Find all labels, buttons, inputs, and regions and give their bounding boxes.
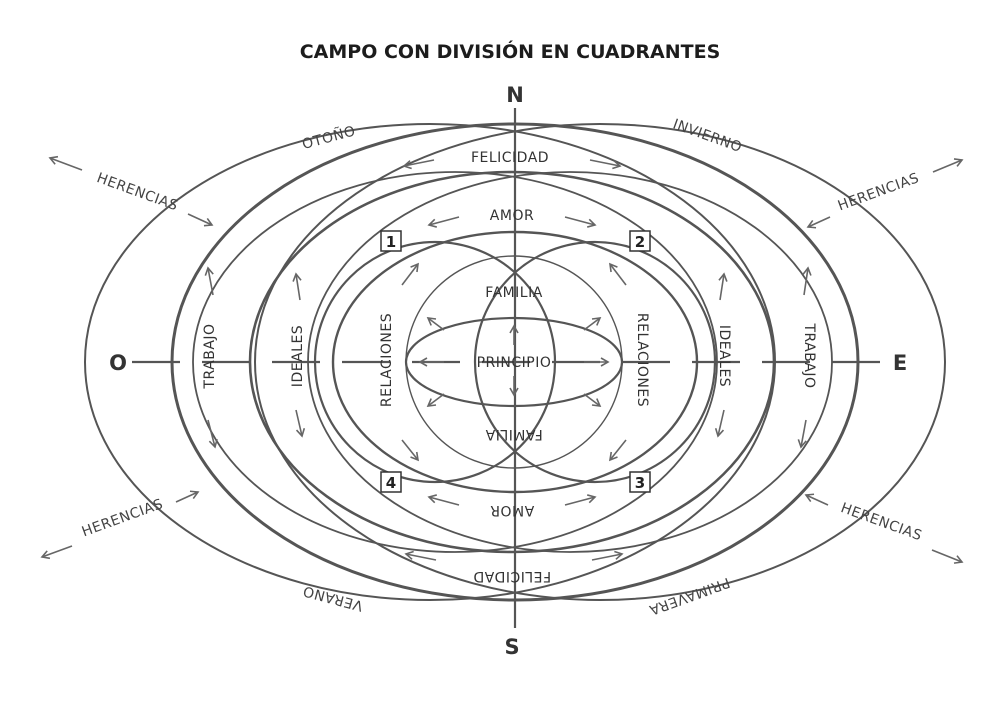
arrow-bl-in xyxy=(175,490,200,503)
herencias-top-right: HERENCIAS xyxy=(836,170,922,214)
quadrant-3: 3 xyxy=(629,471,651,493)
outer-ring-right-offset xyxy=(254,123,946,601)
ring-ideales-left-offset xyxy=(192,171,718,553)
outer-ring-trabajo xyxy=(170,122,860,602)
herencias-top-left: HERENCIAS xyxy=(95,170,181,214)
quadrant-1: 1 xyxy=(380,230,402,252)
axes xyxy=(132,108,885,628)
label-amor-bottom: AMOR xyxy=(490,502,534,518)
arrow-amor-tl xyxy=(427,216,460,228)
quadrant-4: 4 xyxy=(380,471,402,493)
herencias-bottom-right: HERENCIAS xyxy=(839,500,925,544)
season-otono: OTOÑO xyxy=(300,122,357,153)
arrow-trabajo-lu xyxy=(204,266,214,296)
compass-east: E xyxy=(893,351,907,375)
herencias-arrows xyxy=(40,155,964,564)
arrow-amor-bl xyxy=(427,494,460,506)
arrow-relaciones-ld xyxy=(401,439,420,462)
quadrant-3-box xyxy=(629,471,651,493)
quadrant-4-label: 4 xyxy=(386,474,396,492)
label-relaciones-left: RELACIONES xyxy=(379,313,395,407)
arrow-felicidad-bl xyxy=(404,550,437,561)
flow-arrows xyxy=(204,159,812,561)
arrow-felicidad-tl xyxy=(402,159,435,170)
rings xyxy=(84,122,946,602)
arrow-trabajo-ld xyxy=(207,419,218,449)
label-principio: PRINCIPIO xyxy=(477,355,552,371)
arrow-familia-br xyxy=(583,393,602,407)
label-ideales-right: IDEALES xyxy=(716,325,732,387)
arrow-hl-in xyxy=(187,213,214,227)
circle-right xyxy=(473,240,717,484)
label-familia-top: FAMILIA xyxy=(485,285,543,301)
herencias-bottom-left: HERENCIAS xyxy=(80,496,166,540)
circle-left xyxy=(313,240,557,484)
diagram-title: CAMPO CON DIVISIÓN EN CUADRANTES xyxy=(300,39,721,63)
arrow-hr-in xyxy=(806,216,831,229)
arrow-relaciones-rd xyxy=(608,439,627,462)
label-ideales-left: IDEALES xyxy=(290,325,306,387)
quadrant-4-box xyxy=(380,471,402,493)
compass-south: S xyxy=(504,635,519,659)
arrow-amor-br xyxy=(564,494,597,506)
arrow-bl-out xyxy=(40,545,73,560)
label-felicidad-top: FELICIDAD xyxy=(471,150,549,166)
arrow-hl-out xyxy=(48,155,83,171)
ring-ideales-right-offset xyxy=(307,171,833,553)
label-amor-top: AMOR xyxy=(490,208,534,224)
arrow-ideales-lu xyxy=(292,272,302,301)
arrow-relaciones-ru xyxy=(609,262,627,286)
quadrant-1-label: 1 xyxy=(386,233,396,251)
arrow-familia-tr xyxy=(583,317,602,331)
arrow-ideales-ru xyxy=(718,272,728,301)
arrow-familia-bl xyxy=(426,393,445,407)
label-trabajo-right: TRABAJO xyxy=(801,322,817,388)
arrow-ideales-rd xyxy=(714,409,725,438)
arrow-hr-out xyxy=(932,158,964,173)
arrow-felicidad-tr xyxy=(589,159,622,170)
season-verano: VERANO xyxy=(301,582,365,613)
ring-ideales xyxy=(248,170,776,554)
arrow-familia-tl xyxy=(426,317,445,331)
ring-principio xyxy=(404,316,624,408)
compass-north: N xyxy=(506,83,524,107)
compass-west: O xyxy=(109,351,127,375)
quadrant-1-box xyxy=(380,230,402,252)
quadrant-2-box xyxy=(629,230,651,252)
arrow-amor-tr xyxy=(564,216,597,228)
quadrant-3-label: 3 xyxy=(635,474,645,492)
arrow-relaciones-lu xyxy=(401,262,419,286)
quadrant-2: 2 xyxy=(629,230,651,252)
label-familia-bottom: FAMILIA xyxy=(485,426,543,442)
quadrant-2-label: 2 xyxy=(635,233,645,251)
ring-relaciones xyxy=(331,230,699,494)
arrow-trabajo-rd xyxy=(797,419,807,449)
arrow-felicidad-br xyxy=(591,550,624,561)
arrow-br-out xyxy=(931,549,964,564)
label-trabajo-left: TRABAJO xyxy=(202,323,218,389)
season-invierno: INVIERNO xyxy=(671,116,744,156)
label-felicidad-bottom: FELICIDAD xyxy=(473,568,551,584)
arrow-trabajo-ru xyxy=(802,266,812,296)
arrow-br-in xyxy=(804,493,829,506)
label-relaciones-right: RELACIONES xyxy=(634,313,650,407)
arrow-ideales-ld xyxy=(295,409,306,438)
